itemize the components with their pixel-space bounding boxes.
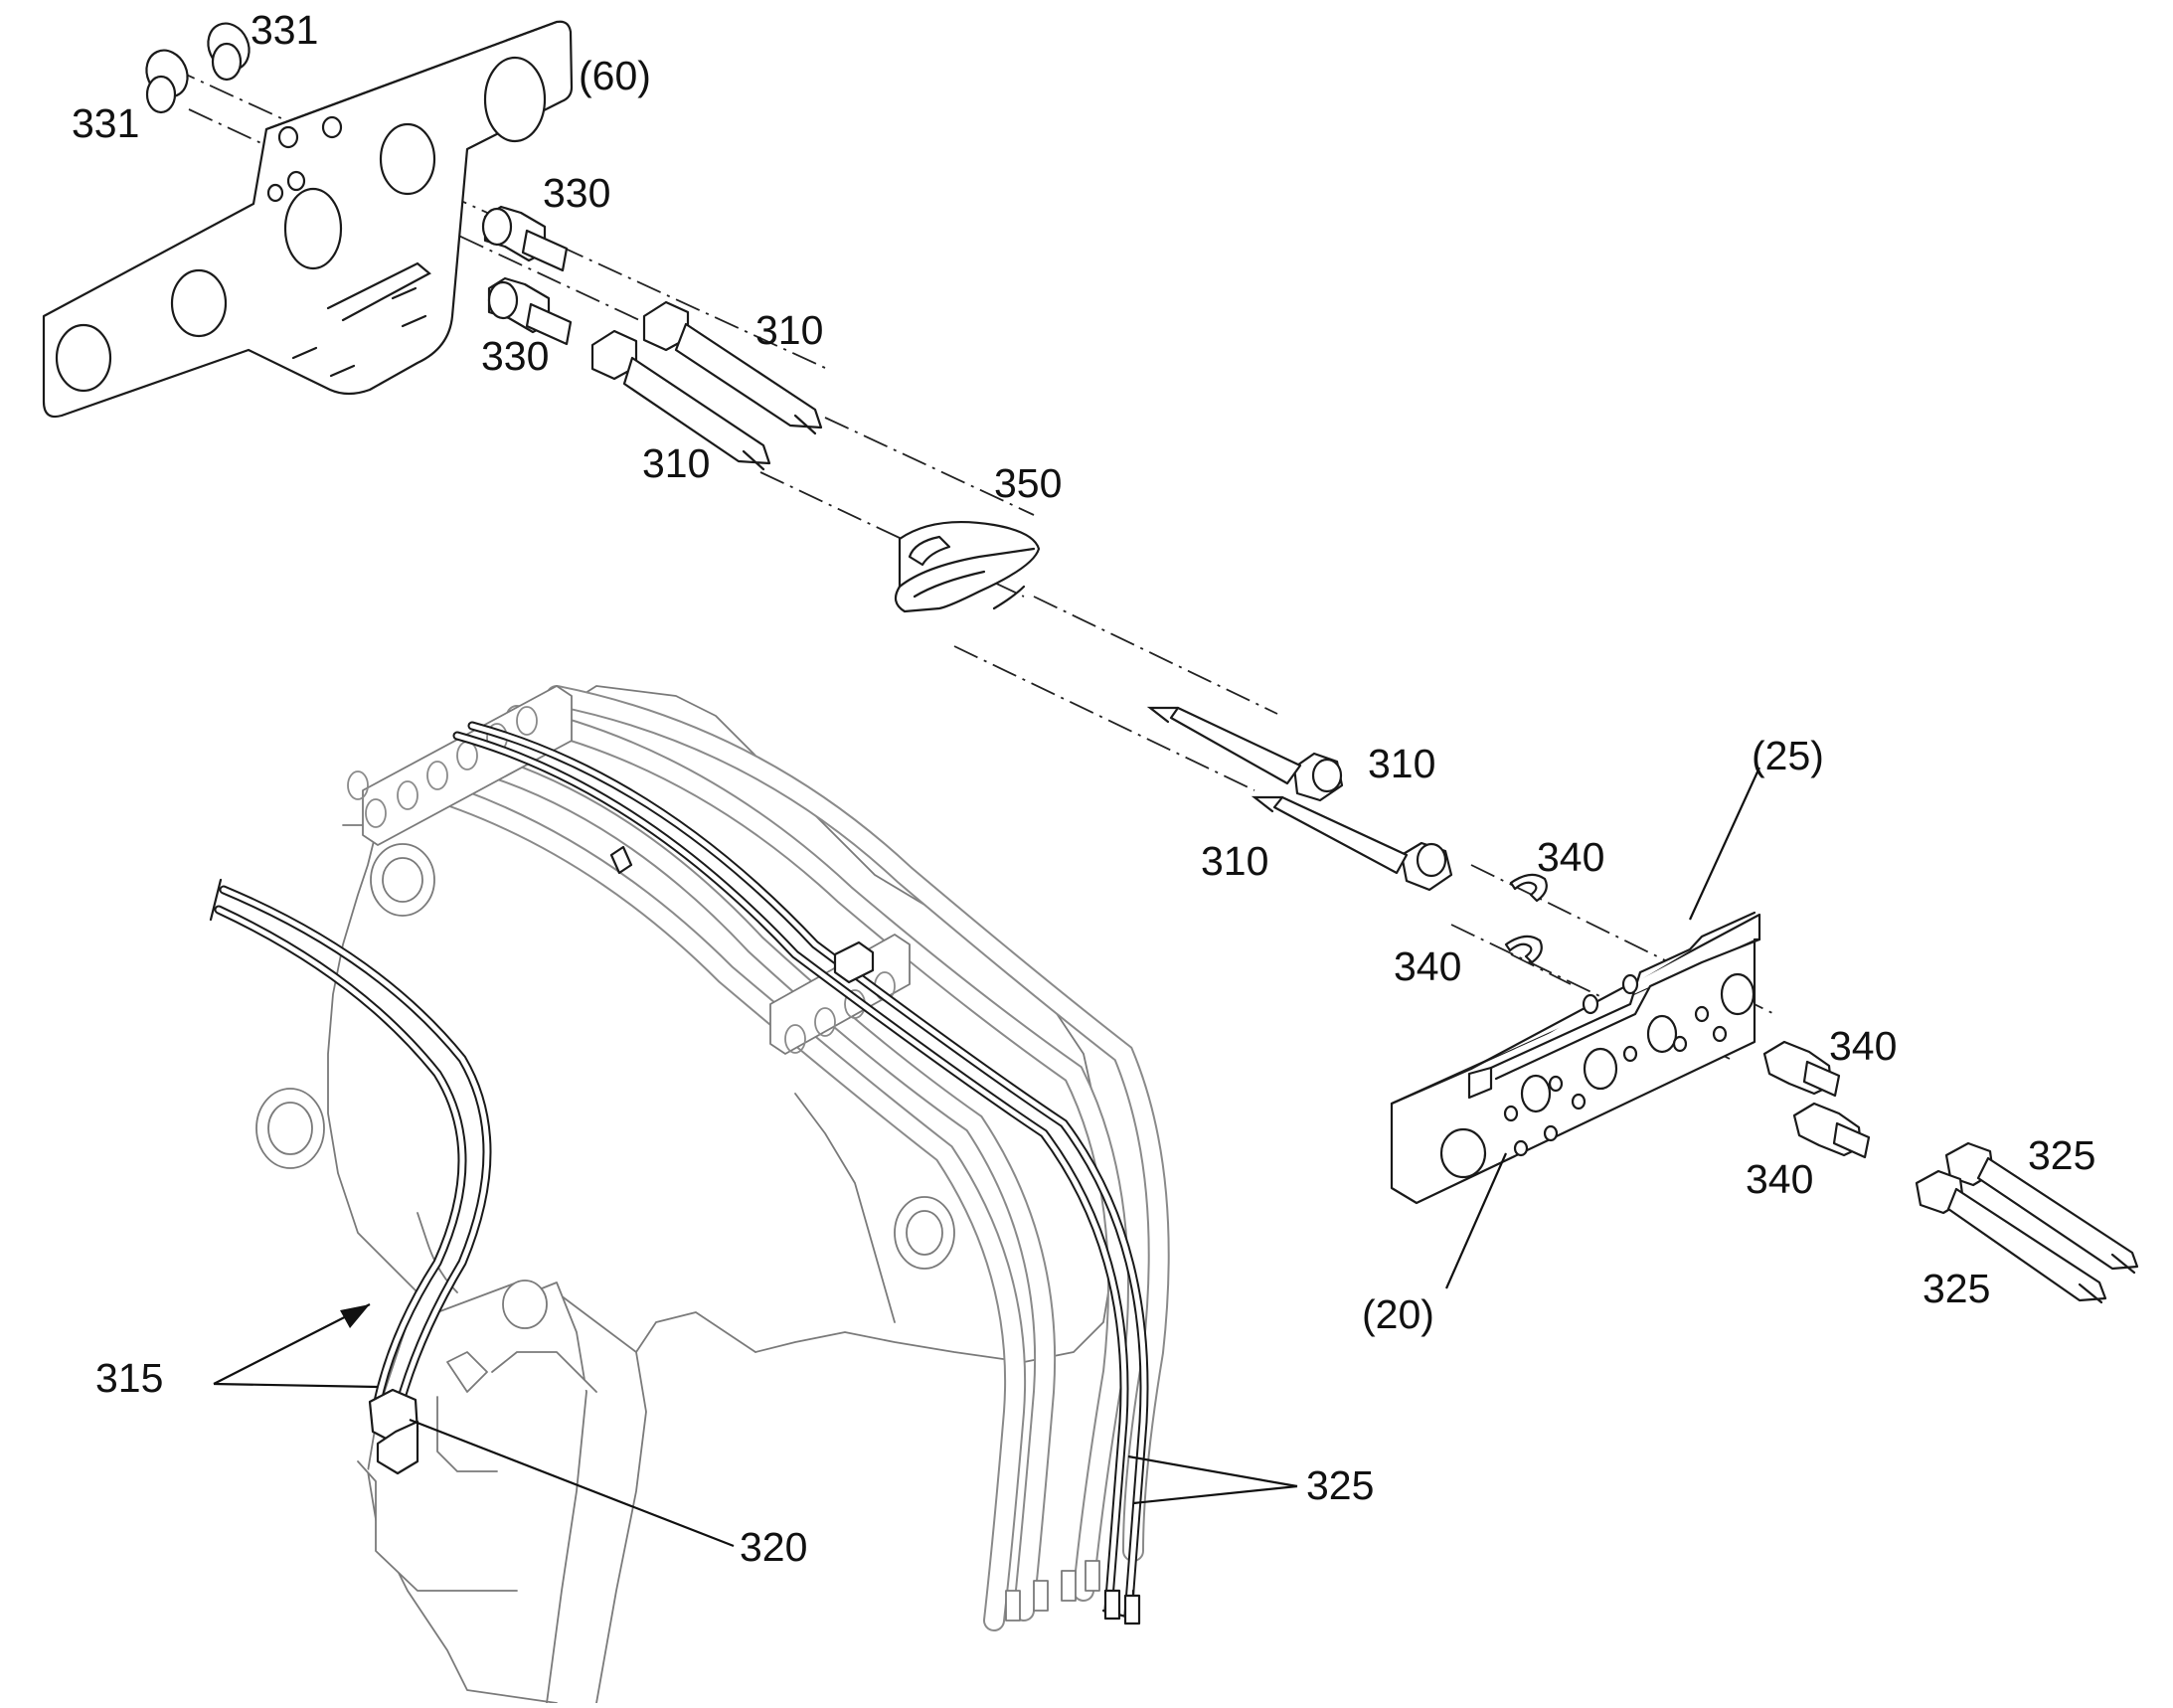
label-block-20: (20) [1362,1291,1434,1337]
label-hose-310-upper-right: 310 [755,307,823,353]
label-bracket-25: (25) [1752,733,1824,778]
label-hose-325-right-bottom: 325 [1922,1266,1990,1311]
distribution-block-20 [1390,911,1761,1205]
adapter-330-pair [481,205,573,346]
label-hose-315: 315 [95,1355,163,1401]
label-adapter-340-right: 340 [1829,1023,1897,1069]
adapter-340-pair [1762,1040,1871,1159]
label-adapter-330-bottom: 330 [481,333,549,379]
label-fitting-320: 320 [740,1524,807,1570]
hose-ends [1005,1560,1141,1625]
label-adapter-340-lower: 340 [1746,1156,1813,1202]
part-labels: (60) 331 331 330 330 310 310 350 310 310… [72,7,2095,1570]
label-hose-325-boom: 325 [1306,1462,1374,1508]
label-clip-340-left: 340 [1394,943,1461,989]
label-clamp-350: 350 [994,460,1062,506]
hose-clamp-350 [894,520,1041,613]
hose-310-lower-pair [1146,706,1453,892]
clip-340-pair [1504,873,1548,964]
fitting-320 [357,1351,518,1592]
label-hose-310-lower-top: 310 [1368,741,1435,786]
label-hose-310-lower-left: 310 [1201,838,1268,884]
leader-lines [213,767,1761,1548]
hose-325-boom [452,721,1149,1621]
label-adapter-330-top: 330 [543,170,610,216]
hose-310-upper-pair [590,300,823,471]
label-hose-325-right-top: 325 [2028,1132,2095,1178]
label-clip-340-top: 340 [1537,834,1604,880]
mounting-plate-60 [42,20,574,419]
boom-fitting-block [347,685,911,1055]
ring-331-pair [145,22,251,114]
label-ring-331-left: 331 [72,100,139,146]
hose-315 [209,878,492,1417]
label-hose-310-upper-left: 310 [642,440,710,486]
label-bracket-60: (60) [579,53,651,98]
label-ring-331-top: 331 [251,7,318,53]
hose-325-right-pair [1915,1141,2139,1304]
